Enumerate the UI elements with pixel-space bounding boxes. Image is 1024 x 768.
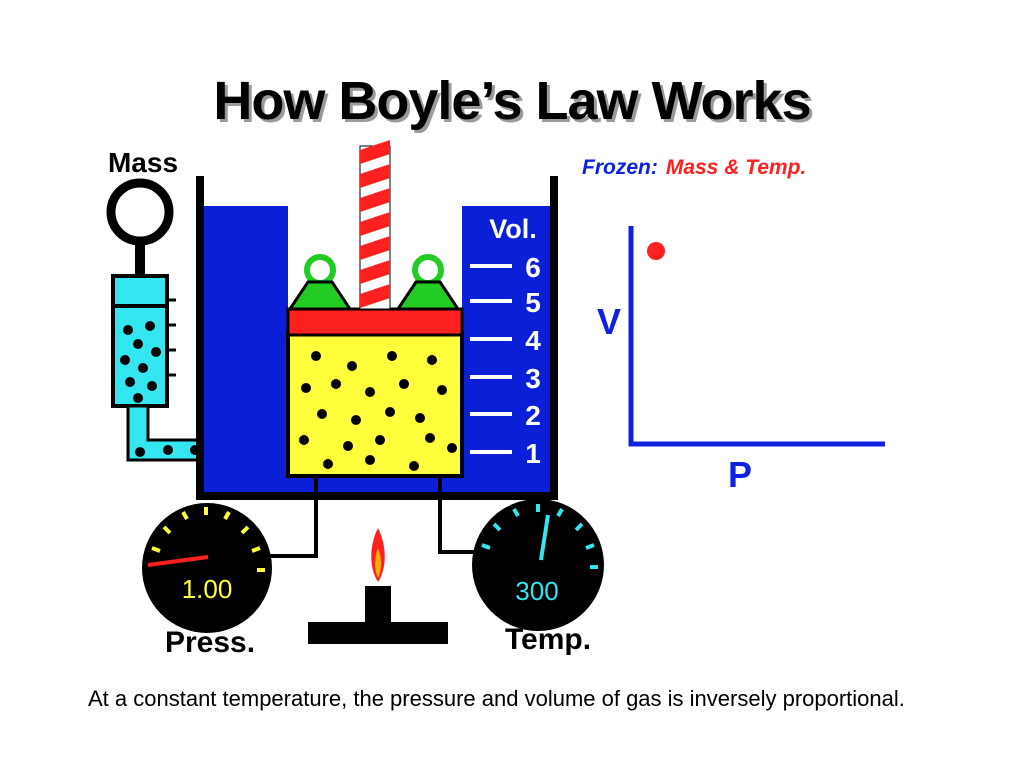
mass-handle-ring [106, 178, 174, 246]
graph-x-axis-label: P [728, 454, 752, 495]
temperature-pipe [438, 476, 488, 554]
temperature-label: Temp. [505, 623, 591, 656]
mass-plunger [111, 274, 169, 308]
weight-right [395, 254, 461, 311]
mass-syringe: Mass [106, 147, 305, 462]
volume-tick-4: 4 [525, 325, 541, 356]
temperature-reading: 300 [515, 576, 558, 606]
slide-caption: At a constant temperature, the pressure … [88, 686, 905, 711]
piston-rod [359, 140, 391, 310]
piston [286, 307, 464, 337]
frozen-values: Mass & Temp. [666, 156, 806, 179]
pressure-label: Press. [165, 626, 255, 659]
mass-particles [120, 321, 161, 403]
pressure-reading: 1.00 [182, 574, 233, 604]
pressure-pipe [262, 476, 318, 558]
temperature-gauge: 300 Temp. [472, 499, 604, 656]
gas-particles [299, 351, 457, 471]
pressure-needle [147, 555, 209, 567]
volume-tick-5: 5 [525, 287, 541, 318]
bath-water-right [462, 206, 552, 494]
boyles-law-diagram: Mass [106, 140, 885, 659]
pv-graph: Frozen: Mass & Temp. V P [582, 156, 885, 495]
burner [308, 528, 448, 644]
mass-label: Mass [108, 147, 178, 178]
volume-tick-3: 3 [525, 363, 541, 394]
weight-left [287, 254, 353, 311]
burner-base [308, 622, 448, 644]
frozen-label: Frozen: Mass & Temp. [582, 156, 806, 179]
volume-tick-1: 1 [525, 438, 541, 469]
gas-cylinder [286, 140, 464, 478]
bath-walls [196, 176, 558, 500]
mass-rod [135, 238, 145, 280]
graph-data-point [647, 242, 665, 260]
bath-water-left [204, 206, 288, 494]
pressure-gauge: 1.00 Press. [142, 503, 272, 659]
temperature-needle [539, 514, 550, 561]
slide-title: How Boyle’s Law Works [213, 71, 811, 131]
volume-tick-6: 6 [525, 252, 541, 283]
water-bath [196, 176, 558, 500]
graph-y-axis-label: V [597, 301, 621, 342]
volume-scale: Vol. 6 5 4 3 2 1 [470, 214, 541, 469]
frozen-label-text: Frozen: [582, 156, 658, 179]
volume-label: Vol. [489, 214, 537, 244]
volume-tick-2: 2 [525, 400, 541, 431]
burner-stem [365, 586, 391, 622]
